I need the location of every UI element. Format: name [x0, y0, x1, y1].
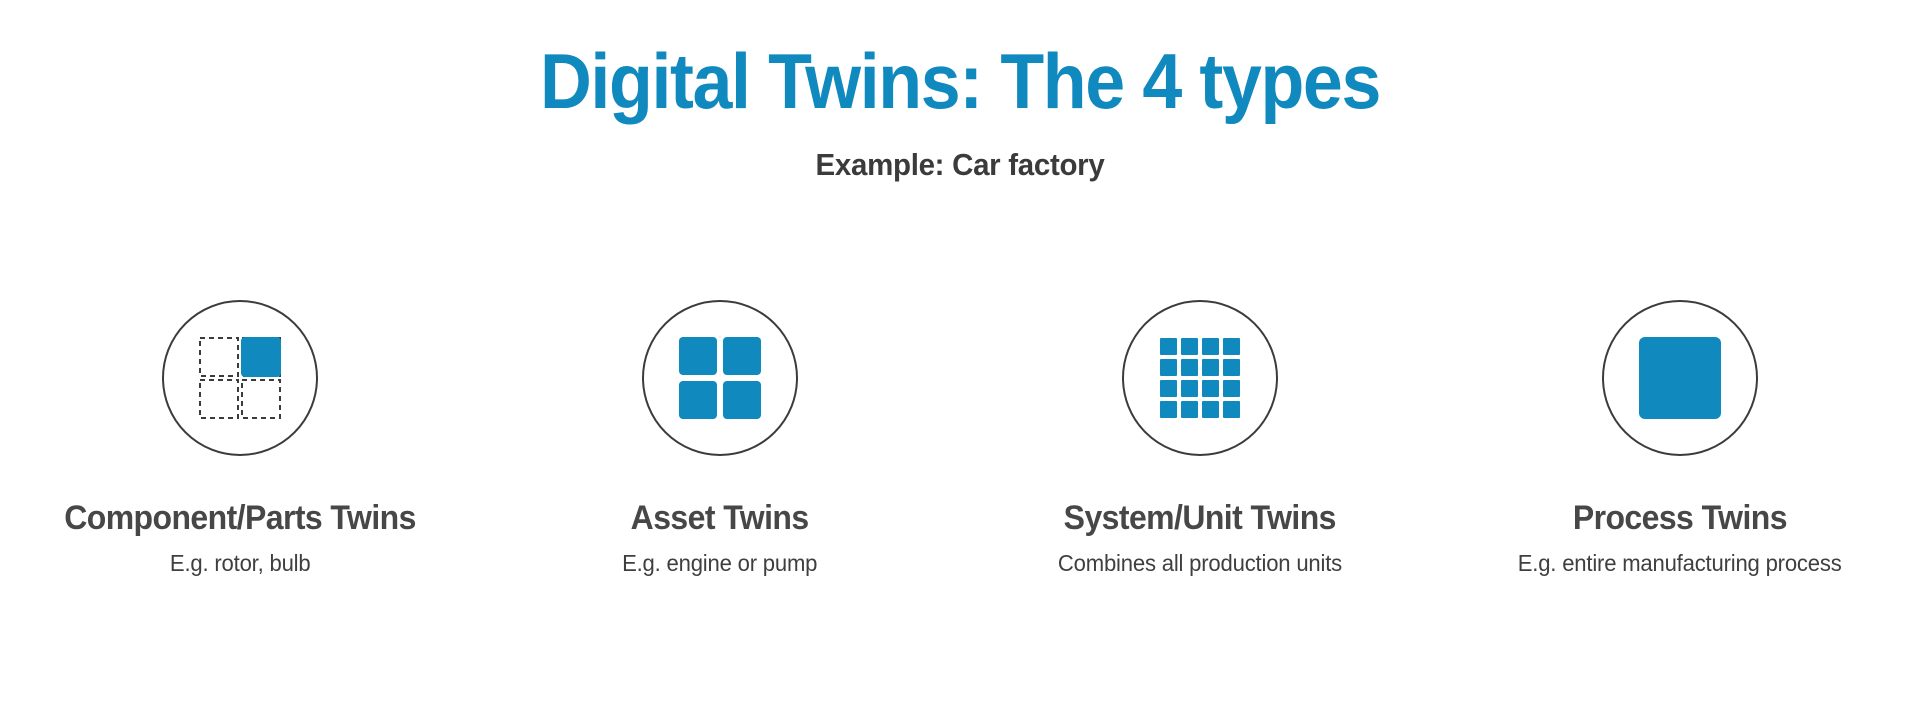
- icon-circle-asset: [642, 300, 798, 456]
- twin-type-title: Asset Twins: [631, 499, 809, 537]
- twin-type-card-component-parts: Component/Parts Twins E.g. rotor, bulb: [0, 300, 480, 576]
- icon-circle-system-unit: [1122, 300, 1278, 456]
- twin-type-card-asset: Asset Twins E.g. engine or pump: [480, 300, 960, 576]
- four-squares-one-filled-icon: [199, 337, 281, 419]
- single-filled-square-icon: [1639, 337, 1721, 419]
- twin-type-card-system-unit: System/Unit Twins Combines all productio…: [960, 300, 1440, 576]
- twin-types-row: Component/Parts Twins E.g. rotor, bulb A…: [0, 300, 1920, 576]
- twin-type-caption: E.g. rotor, bulb: [169, 549, 311, 576]
- header: Digital Twins: The 4 types Example: Car …: [0, 0, 1920, 183]
- twin-type-title: Component/Parts Twins: [64, 499, 416, 537]
- sixteen-squares-grid-icon: [1160, 338, 1240, 418]
- page-subtitle: Example: Car factory: [815, 147, 1105, 182]
- icon-circle-process: [1602, 300, 1758, 456]
- icon-circle-component-parts: [162, 300, 318, 456]
- twin-type-caption: E.g. engine or pump: [622, 549, 818, 576]
- twin-type-card-process: Process Twins E.g. entire manufacturing …: [1440, 300, 1920, 576]
- twin-type-caption: E.g. entire manufacturing process: [1518, 549, 1842, 576]
- page-title: Digital Twins: The 4 types: [539, 37, 1381, 125]
- twin-type-title: Process Twins: [1572, 499, 1788, 537]
- twin-type-caption: Combines all production units: [1057, 549, 1343, 576]
- four-squares-filled-icon: [679, 337, 761, 419]
- twin-type-title: System/Unit Twins: [1063, 499, 1337, 537]
